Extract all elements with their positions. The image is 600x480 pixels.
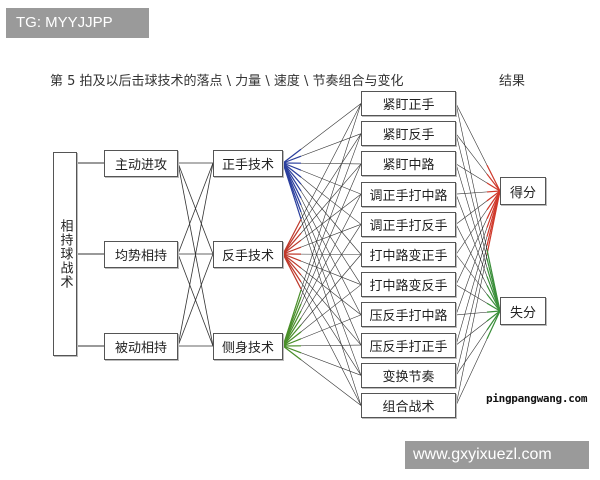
technique-color-fan [282, 162, 302, 171]
result-color-fan [486, 310, 501, 313]
watermark-top: TG: MYYJJPP [6, 8, 149, 38]
technique-color-fan [282, 338, 302, 347]
situation-connector [177, 162, 214, 255]
situation-box: 主动进攻 [104, 150, 178, 177]
technique-color-fan [282, 218, 302, 255]
technique-color-fan [282, 253, 302, 290]
tactic-box: 压反手打中路 [361, 302, 456, 328]
tactic-box: 调正手打中路 [361, 181, 456, 207]
result-color-fan [486, 190, 501, 202]
technique-box: 正手技术 [213, 150, 283, 177]
technique-color-fan [282, 225, 302, 255]
technique-color-fan [282, 310, 302, 347]
situation-connector [177, 253, 214, 347]
result-color-fan [486, 190, 501, 211]
tactic-box: 紧盯正手 [361, 91, 456, 116]
diagram-header: 第 5 拍及以后击球技术的落点 \ 力量 \ 速度 \ 节奏组合与变化 [50, 74, 404, 89]
technique-color-fan [282, 253, 302, 269]
technique-color-fan [282, 162, 302, 185]
technique-color-fan [282, 345, 302, 361]
technique-color-fan [282, 239, 302, 255]
result-color-fan [486, 293, 501, 312]
technique-color-fan [282, 331, 302, 347]
situation-connector [177, 162, 214, 347]
result-color-fan [486, 276, 501, 312]
technique-color-fan [282, 253, 302, 262]
tactic-box: 紧盯中路 [361, 151, 456, 177]
technique-color-fan [282, 232, 302, 255]
tactic-box: 打中路变正手 [361, 242, 456, 267]
result-box: 得分 [500, 177, 546, 205]
result-color-fan [486, 190, 501, 193]
situation-box: 被动相持 [104, 333, 178, 360]
technique-box: 反手技术 [213, 241, 283, 268]
result-color-fan [486, 310, 501, 340]
technique-color-fan [282, 324, 302, 347]
technique-color-fan [282, 246, 302, 255]
technique-box: 侧身技术 [213, 333, 283, 360]
tactic-box: 调正手打反手 [361, 211, 456, 237]
tactic-box: 压反手打正手 [361, 332, 456, 358]
site-label: pingpangwang.com [486, 392, 588, 405]
result-color-fan [486, 190, 501, 255]
technique-color-fan [282, 317, 302, 347]
result-color-fan [486, 310, 501, 322]
result-color-fan [486, 182, 501, 192]
result-color-fan [486, 164, 501, 192]
technique-color-fan [282, 162, 302, 178]
tactic-box: 紧盯反手 [361, 121, 456, 147]
result-box: 失分 [500, 297, 546, 325]
tactic-box: 组合战术 [361, 393, 456, 418]
tactic-box: 变换节奏 [361, 362, 456, 388]
result-color-fan [486, 285, 501, 312]
watermark-bottom: www.gxyixuezl.com [405, 441, 589, 469]
result-color-fan [486, 310, 501, 331]
situation-box: 均势相持 [104, 241, 178, 268]
result-color-fan [486, 173, 501, 192]
technique-color-fan [282, 162, 302, 220]
technique-color-fan [282, 148, 302, 164]
result-color-fan [486, 302, 501, 312]
tactic-box: 打中路变反手 [361, 272, 456, 298]
technique-color-fan [282, 345, 302, 354]
technique-color-fan [282, 155, 302, 164]
technique-color-fan [282, 253, 302, 276]
result-header: 结果 [499, 74, 526, 89]
root-strategy-box: 相持球战术 [53, 152, 77, 356]
